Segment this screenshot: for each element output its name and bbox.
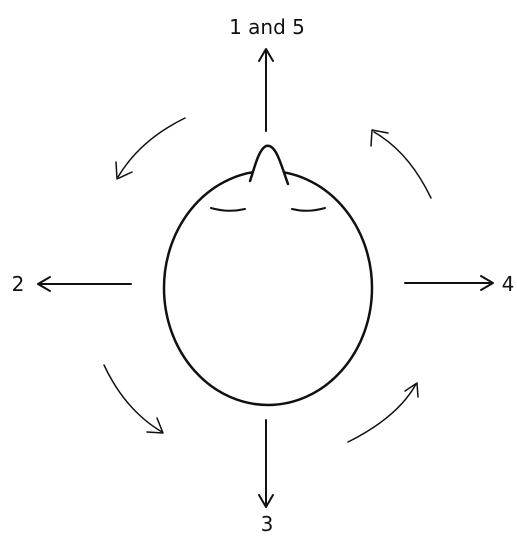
curved-arrow-top-right	[371, 130, 431, 198]
curved-arrow-bottom-left	[104, 365, 163, 433]
arrow-down	[259, 420, 273, 507]
nose	[250, 146, 288, 184]
arrow-right	[405, 276, 493, 290]
curved-arrow-top-left	[116, 118, 185, 179]
curved-arrow-bottom-right	[348, 383, 418, 442]
arrow-left	[38, 277, 131, 291]
label-left: 2	[12, 272, 25, 296]
label-right: 4	[502, 272, 515, 296]
head-top-view	[164, 146, 372, 405]
label-down: 3	[261, 512, 274, 536]
head-outline	[164, 171, 372, 405]
arrow-up	[259, 49, 273, 131]
label-up: 1 and 5	[229, 15, 305, 39]
